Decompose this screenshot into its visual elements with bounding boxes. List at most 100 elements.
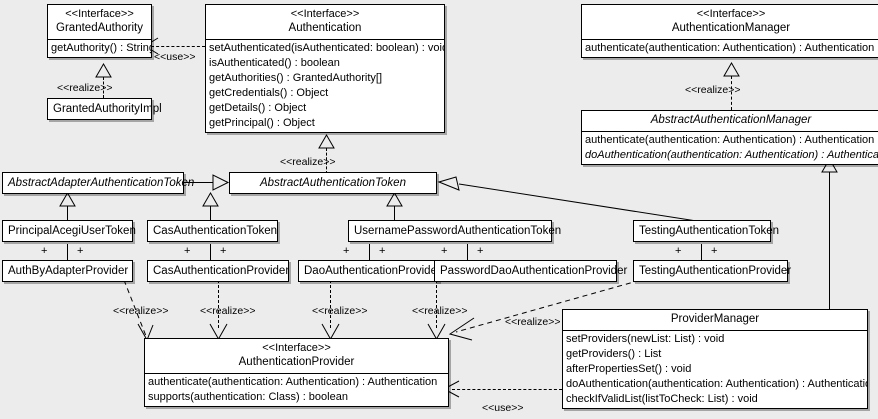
multiplicity-upat-pw-left: + (441, 245, 448, 257)
class-testing-authentication-token[interactable]: TestingAuthenticationToken (633, 220, 780, 242)
operation-get-credentials: getCredentials() : Object (209, 87, 329, 99)
operation-set-authenticated: setAuthenticated(isAuthenticated: boolea… (209, 42, 444, 54)
class-header-auth-by-adapter-provider: AuthByAdapterProvider (3, 261, 132, 281)
stereotype-authentication-manager: <<Interface>> (696, 8, 766, 20)
label-realize-abstract-authentication-token: <<realize>> (280, 156, 336, 168)
class-name-testing-authentication-token: TestingAuthenticationToken (639, 225, 780, 237)
realize-line-cas-authentication-provider (218, 280, 219, 328)
separator-authentication-provider (145, 373, 448, 374)
multiplicity-principal-left: + (41, 245, 48, 257)
realize-line-dao-authentication-provider (330, 280, 331, 328)
class-cas-authentication-token[interactable]: CasAuthenticationToken (147, 220, 278, 242)
class-principal-acegi-user-token[interactable]: PrincipalAcegiUserToken (2, 220, 136, 242)
operation-authenticate-abstract-manager: authenticate(authentication: Authenticat… (585, 134, 875, 146)
class-name-auth-by-adapter-provider: AuthByAdapterProvider (8, 265, 129, 277)
class-granted-authority-impl[interactable]: GrantedAuthorityImpl (47, 98, 162, 120)
label-realize-dao-authentication-provider: <<realize>> (312, 305, 368, 317)
class-name-authentication-manager: AuthenticationManager (671, 22, 791, 34)
class-header-testing-authentication-token: TestingAuthenticationToken (634, 221, 780, 241)
operation-after-properties-set: afterPropertiesSet() : void (566, 363, 692, 375)
separator-granted-authority (48, 39, 151, 40)
hollow-triangle-abstract-authentication-token-cas (202, 191, 219, 207)
class-abstract-authentication-token[interactable]: AbstractAuthenticationToken (229, 172, 437, 194)
separator-abstract-authentication-manager (582, 131, 878, 132)
class-name-granted-authority: GrantedAuthority (56, 22, 143, 34)
operation-get-authority: getAuthority() : String (51, 42, 151, 54)
operations-provider-manager: setProviders(newList: List) : void getPr… (563, 331, 867, 408)
multiplicity-cas-right: + (220, 245, 227, 257)
class-name-provider-manager: ProviderManager (670, 313, 760, 325)
generalization-line-abstract-adapter-token (184, 182, 215, 183)
operation-do-authentication-provider-manager: doAuthentication(authentication: Authent… (566, 378, 867, 390)
operations-authentication-provider: authenticate(authentication: Authenticat… (145, 374, 448, 406)
class-testing-authentication-provider[interactable]: TestingAuthenticationProvider (633, 260, 792, 282)
class-password-dao-authentication-provider[interactable]: PasswordDaoAuthenticationProvider (434, 260, 628, 282)
label-use-authentication-granted-authority: <<use>> (154, 51, 196, 63)
dependency-authentication-granted-authority (151, 46, 205, 47)
multiplicity-upat-dao-right: + (379, 245, 386, 257)
association-testing-token-testing-provider (701, 244, 702, 261)
class-header-dao-authentication-provider: DaoAuthenticationProvider (299, 261, 441, 281)
class-header-password-dao-authentication-provider: PasswordDaoAuthenticationProvider (435, 261, 628, 281)
class-cas-authentication-provider[interactable]: CasAuthenticationProvider (147, 260, 289, 282)
class-header-abstract-authentication-token: AbstractAuthenticationToken (230, 173, 436, 193)
operation-is-authenticated: isAuthenticated() : boolean (209, 57, 340, 69)
class-granted-authority[interactable]: <<Interface>> GrantedAuthority getAuthor… (47, 4, 152, 58)
class-abstract-adapter-authentication-token[interactable]: AbstractAdapterAuthenticationToken (2, 172, 195, 194)
class-name-authentication: Authentication (288, 22, 362, 34)
multiplicity-testing-left: + (675, 245, 682, 257)
operation-get-authorities: getAuthorities() : GrantedAuthority[] (209, 72, 383, 84)
class-name-password-dao-authentication-provider: PasswordDaoAuthenticationProvider (440, 265, 628, 277)
separator-authentication-manager (582, 39, 878, 40)
operations-authentication-manager: authenticate(authentication: Authenticat… (582, 40, 878, 57)
hollow-triangle-granted-authority (95, 62, 112, 78)
association-cas-token-cas-provider (210, 244, 211, 261)
class-provider-manager[interactable]: ProviderManager setProviders(newList: Li… (562, 309, 868, 409)
label-realize-password-dao-authentication-provider: <<realize>> (412, 305, 468, 317)
realize-line-abstract-authentication-manager (731, 76, 732, 110)
separator-authentication (206, 39, 444, 40)
operation-do-authentication-abstract-manager: doAuthentication(authentication: Authent… (585, 149, 878, 161)
stereotype-granted-authority: <<Interface>> (65, 8, 134, 20)
operation-authenticate-provider: authenticate(authentication: Authenticat… (148, 376, 438, 388)
hollow-triangle-authentication-manager (723, 61, 740, 77)
class-abstract-authentication-manager[interactable]: AbstractAuthenticationManager authentica… (581, 110, 878, 165)
multiplicity-principal-right: + (77, 245, 84, 257)
class-authentication[interactable]: <<Interface>> Authentication setAuthenti… (205, 4, 445, 133)
class-authentication-provider[interactable]: <<Interface>> AuthenticationProvider aut… (144, 338, 449, 407)
hollow-triangle-abstract-adapter-token (59, 191, 76, 207)
class-dao-authentication-provider[interactable]: DaoAuthenticationProvider (298, 260, 441, 282)
stereotype-authentication-provider: <<Interface>> (262, 342, 331, 354)
class-name-abstract-adapter-authentication-token: AbstractAdapterAuthenticationToken (8, 177, 195, 189)
hollow-triangle-abstract-authentication-manager (821, 157, 838, 173)
label-use-provider-manager: <<use>> (482, 402, 524, 414)
class-header-granted-authority-impl: GrantedAuthorityImpl (48, 99, 162, 119)
class-name-abstract-authentication-token: AbstractAuthenticationToken (260, 177, 406, 189)
class-username-password-authentication-token[interactable]: UsernamePasswordAuthenticationToken (348, 220, 561, 242)
realize-line-testing-authentication-provider (448, 277, 649, 341)
class-header-abstract-adapter-authentication-token: AbstractAdapterAuthenticationToken (3, 173, 195, 193)
class-authentication-manager[interactable]: <<Interface>> AuthenticationManager auth… (581, 4, 878, 58)
operation-get-providers: getProviders() : List (566, 348, 662, 360)
multiplicity-cas-left: + (184, 245, 191, 257)
hollow-triangle-abstract-authentication-token-left (212, 174, 230, 191)
class-name-testing-authentication-provider: TestingAuthenticationProvider (639, 265, 792, 277)
generalization-line-principal-acegi-user-token (67, 205, 68, 220)
realize-line-abstract-authentication-token (326, 148, 327, 174)
operation-check-if-valid-list: checkIfValidList(listToCheck: List) : vo… (566, 393, 758, 405)
class-name-cas-authentication-token: CasAuthenticationToken (153, 225, 278, 237)
multiplicity-testing-right: + (711, 245, 718, 257)
class-header-testing-authentication-provider: TestingAuthenticationProvider (634, 261, 792, 281)
generalization-line-username-password-token (394, 205, 395, 220)
label-realize-testing-authentication-provider: <<realize>> (505, 316, 561, 328)
class-name-principal-acegi-user-token: PrincipalAcegiUserToken (8, 225, 136, 237)
association-upat-password-dao-provider (467, 244, 468, 261)
class-name-authentication-provider: AuthenticationProvider (238, 356, 355, 368)
class-header-authentication-manager: <<Interface>> AuthenticationManager (582, 5, 878, 39)
class-header-abstract-authentication-manager: AbstractAuthenticationManager (582, 111, 878, 131)
class-header-authentication: <<Interface>> Authentication (206, 5, 444, 39)
hollow-triangle-abstract-authentication-token-upat (386, 191, 403, 207)
class-auth-by-adapter-provider[interactable]: AuthByAdapterProvider (2, 260, 133, 282)
realize-line-granted-authority-impl (103, 77, 104, 98)
